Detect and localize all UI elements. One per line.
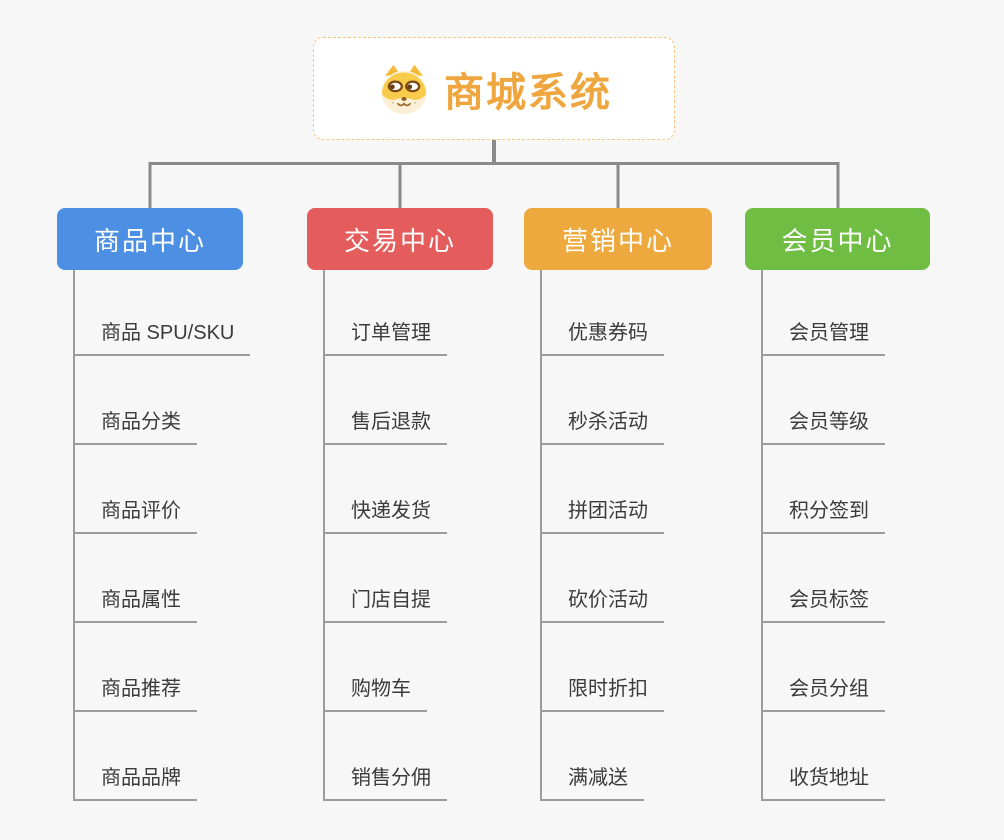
branch-item: 拼团活动 [542,445,664,534]
branch-item-label[interactable]: 拼团活动 [542,494,664,534]
branch-item-label[interactable]: 购物车 [325,672,427,712]
branch-item-label[interactable]: 砍价活动 [542,583,664,623]
branch-item-label[interactable]: 满减送 [542,761,644,801]
branch-item: 会员管理 [763,267,885,356]
branch-item: 购物车 [325,623,447,712]
branch-item-label[interactable]: 收货地址 [763,761,885,801]
branch-list-2: 订单管理售后退款快递发货门店自提购物车销售分佣 [323,267,447,801]
branch-item-label[interactable]: 会员管理 [763,316,885,356]
branch-item-label[interactable]: 商品品牌 [75,761,197,801]
branch-item: 砍价活动 [542,534,664,623]
branch-item: 商品属性 [75,534,250,623]
branch-header-1[interactable]: 商品中心 [57,208,243,270]
branch-item: 商品品牌 [75,712,250,801]
branch-list-1: 商品 SPU/SKU 商品分类商品评价商品属性商品推荐商品品牌 [73,267,251,801]
branch-item: 销售分佣 [325,712,447,801]
branch-item-label[interactable]: 限时折扣 [542,672,664,712]
branch-item-label[interactable]: 商品分类 [75,405,197,445]
branch-item: 快递发货 [325,445,447,534]
branch-item: 商品 SPU/SKU [75,267,251,356]
branch-list-4: 会员管理会员等级积分签到会员标签会员分组收货地址 [761,267,885,801]
branch-item-label[interactable]: 会员等级 [763,405,885,445]
branch-item-label[interactable]: 会员标签 [763,583,885,623]
branch-item-label[interactable]: 门店自提 [325,583,447,623]
branch-item-label[interactable]: 优惠券码 [542,316,664,356]
branch-item: 商品分类 [75,356,250,445]
branch-item: 商品评价 [75,445,250,534]
branch-item: 积分签到 [763,445,885,534]
branch-list-3: 优惠券码秒杀活动拼团活动砍价活动限时折扣满减送 [540,267,664,801]
branch-item: 会员分组 [763,623,885,712]
branch-item: 售后退款 [325,356,447,445]
branch-item: 满减送 [542,712,664,801]
branch-item: 限时折扣 [542,623,664,712]
doge-icon [376,63,432,115]
branch-item-label[interactable]: 商品推荐 [75,672,197,712]
branch-item: 订单管理 [325,267,447,356]
branch-header-3[interactable]: 营销中心 [524,208,712,270]
branch-item-label[interactable]: 积分签到 [763,494,885,534]
branch-item-label[interactable]: 快递发货 [325,494,447,534]
root-title: 商城系统 [444,70,612,115]
branch-header-4[interactable]: 会员中心 [745,208,930,270]
root-node[interactable]: 商城系统 [313,37,675,140]
branch-item: 优惠券码 [542,267,664,356]
branch-header-2[interactable]: 交易中心 [307,208,493,270]
branch-item: 会员等级 [763,356,885,445]
branch-item: 门店自提 [325,534,447,623]
branch-item-label[interactable]: 售后退款 [325,405,447,445]
branch-item-label[interactable]: 会员分组 [763,672,885,712]
branch-item-label[interactable]: 商品 SPU/SKU [75,316,251,356]
branch-item-label[interactable]: 秒杀活动 [542,405,664,445]
branch-item-label[interactable]: 销售分佣 [325,761,447,801]
branch-item: 收货地址 [763,712,885,801]
branch-item-label[interactable]: 商品属性 [75,583,197,623]
branch-item: 会员标签 [763,534,885,623]
branch-item: 秒杀活动 [542,356,664,445]
branch-item-label[interactable]: 商品评价 [75,494,197,534]
branch-item-label[interactable]: 订单管理 [325,316,447,356]
branch-item: 商品推荐 [75,623,250,712]
